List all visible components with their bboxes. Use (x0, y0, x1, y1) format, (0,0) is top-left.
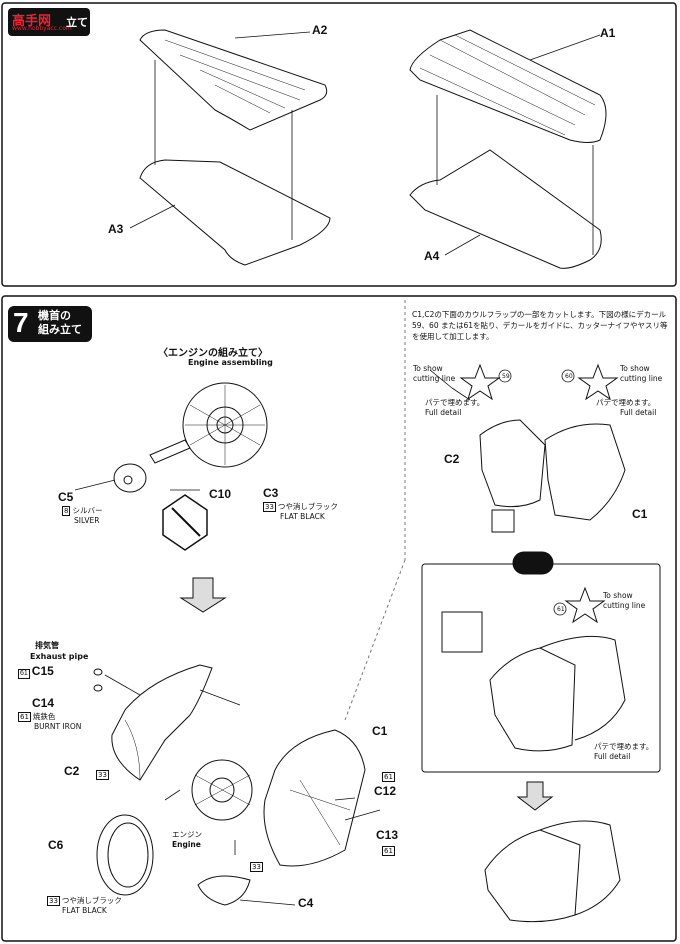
label-a1: A1 (600, 26, 616, 40)
to-show-right: To show (620, 364, 650, 373)
label-c5: C5 (58, 490, 74, 504)
star-icon-right (577, 363, 619, 401)
step7-panel (1, 295, 677, 942)
engine-section-title: 〈エンジンの組み立て〉 (158, 348, 268, 359)
label-c2-right: C2 (444, 452, 460, 466)
label-a4: A4 (424, 249, 440, 263)
paint-c1-33: 33 (250, 862, 263, 872)
cowl-cut-c1 (544, 423, 626, 521)
wing-part-a4 (409, 149, 602, 269)
putty-left-en: Full detail (425, 408, 462, 417)
engine-part-c3 (182, 382, 268, 468)
step-title-2: 組み立て (38, 324, 82, 336)
cowl-detail (489, 647, 576, 752)
label-c1-right: C1 (632, 507, 648, 521)
step-title-1: 機首の (38, 310, 71, 322)
wing-part-a3 (139, 159, 331, 266)
engine-label-jp: エンジン (172, 830, 202, 839)
exhaust-pipe-c15 (93, 668, 103, 676)
engine-label-en: Engine (172, 840, 201, 849)
paint-c2-33: 33 (96, 770, 109, 780)
direction-badge-icon (512, 551, 554, 575)
decal-59: 59 (502, 373, 510, 380)
decal-60-marker (561, 369, 575, 383)
cowl-part-c2 (111, 664, 213, 781)
cowl-final (484, 829, 581, 923)
putty-detail-jp: パテで埋めます。 (594, 742, 654, 751)
watermark-sub: www.hobbyacc.com (12, 25, 72, 32)
step7-badge: 7 機首の 組み立て (8, 306, 92, 342)
paint-flat-black-en: FLAT BLACK (280, 512, 325, 521)
engine-assembly (191, 759, 253, 821)
paint-c13-61: 61 (382, 846, 395, 856)
label-a2: A2 (312, 23, 328, 37)
down-arrow-icon-2 (516, 781, 554, 811)
putty-right-jp: パテで埋めます。 (596, 398, 656, 407)
no-glue-icon (162, 494, 208, 551)
label-c14: C14 (32, 696, 55, 710)
to-show-left: To show (413, 364, 443, 373)
paint-c6-flat-black-en: FLAT BLACK (62, 906, 107, 915)
cutting-instruction: C1,C2の下面のカウルフラップの一部をカットします。下図の様にデカール59、6… (412, 310, 668, 341)
step-title-top: 立て (66, 16, 88, 29)
down-arrow-icon (179, 577, 227, 613)
putty-right-en: Full detail (620, 408, 657, 417)
paint-burnt-iron-en: BURNT IRON (34, 722, 82, 731)
label-c1: C1 (372, 724, 388, 738)
label-c13: C13 (376, 828, 399, 842)
cowl-part-c1 (263, 729, 366, 867)
putty-left-jp: パテで埋めます。 (425, 398, 485, 407)
paint-c12-61: 61 (382, 772, 395, 782)
label-c2: C2 (64, 764, 80, 778)
step-number: 7 (13, 307, 29, 338)
cutting-line-left: cutting line (413, 374, 456, 383)
star-icon-left (459, 363, 501, 401)
label-c6: C6 (48, 838, 64, 852)
engine-section-subtitle: Engine assembling (188, 358, 273, 367)
cutting-line-right: cutting line (620, 374, 663, 383)
label-c3: C3 (263, 486, 279, 500)
decal-59-marker (498, 369, 512, 383)
cowl-ring-c6 (96, 814, 154, 896)
decal-61: 61 (557, 606, 565, 613)
wing-step-panel (1, 2, 677, 287)
file-tool-icon (491, 509, 515, 533)
to-show-detail: To show (603, 591, 633, 600)
watermark-logo: 高手网 www.hobbyacc.com 立て (8, 8, 90, 36)
exhaust-label-en: Exhaust pipe (30, 652, 89, 661)
star-icon-detail (564, 586, 606, 624)
label-a3: A3 (108, 222, 124, 236)
wing-part-a2 (139, 29, 328, 131)
cowl-cut-c2 (479, 419, 546, 508)
exhaust-label-jp: 排気管 (35, 641, 59, 650)
decal-60: 60 (565, 373, 573, 380)
wing-part-a1 (409, 29, 607, 143)
paint-silver-en: SILVER (74, 516, 100, 525)
cutting-line-detail: cutting line (603, 601, 646, 610)
label-c10: C10 (209, 487, 232, 501)
label-c12: C12 (374, 784, 397, 798)
file-tool-icon-2 (441, 611, 483, 653)
shaft-part-c10 (149, 439, 191, 464)
label-c4: C4 (298, 896, 314, 910)
watermark-text: 高手网 (12, 14, 52, 29)
exhaust-pipe-c14 (93, 684, 103, 692)
scoop-part-c4 (197, 875, 251, 906)
putty-detail-en: Full detail (594, 752, 631, 761)
detail-box (421, 563, 661, 773)
hub-part-c5 (113, 463, 147, 493)
